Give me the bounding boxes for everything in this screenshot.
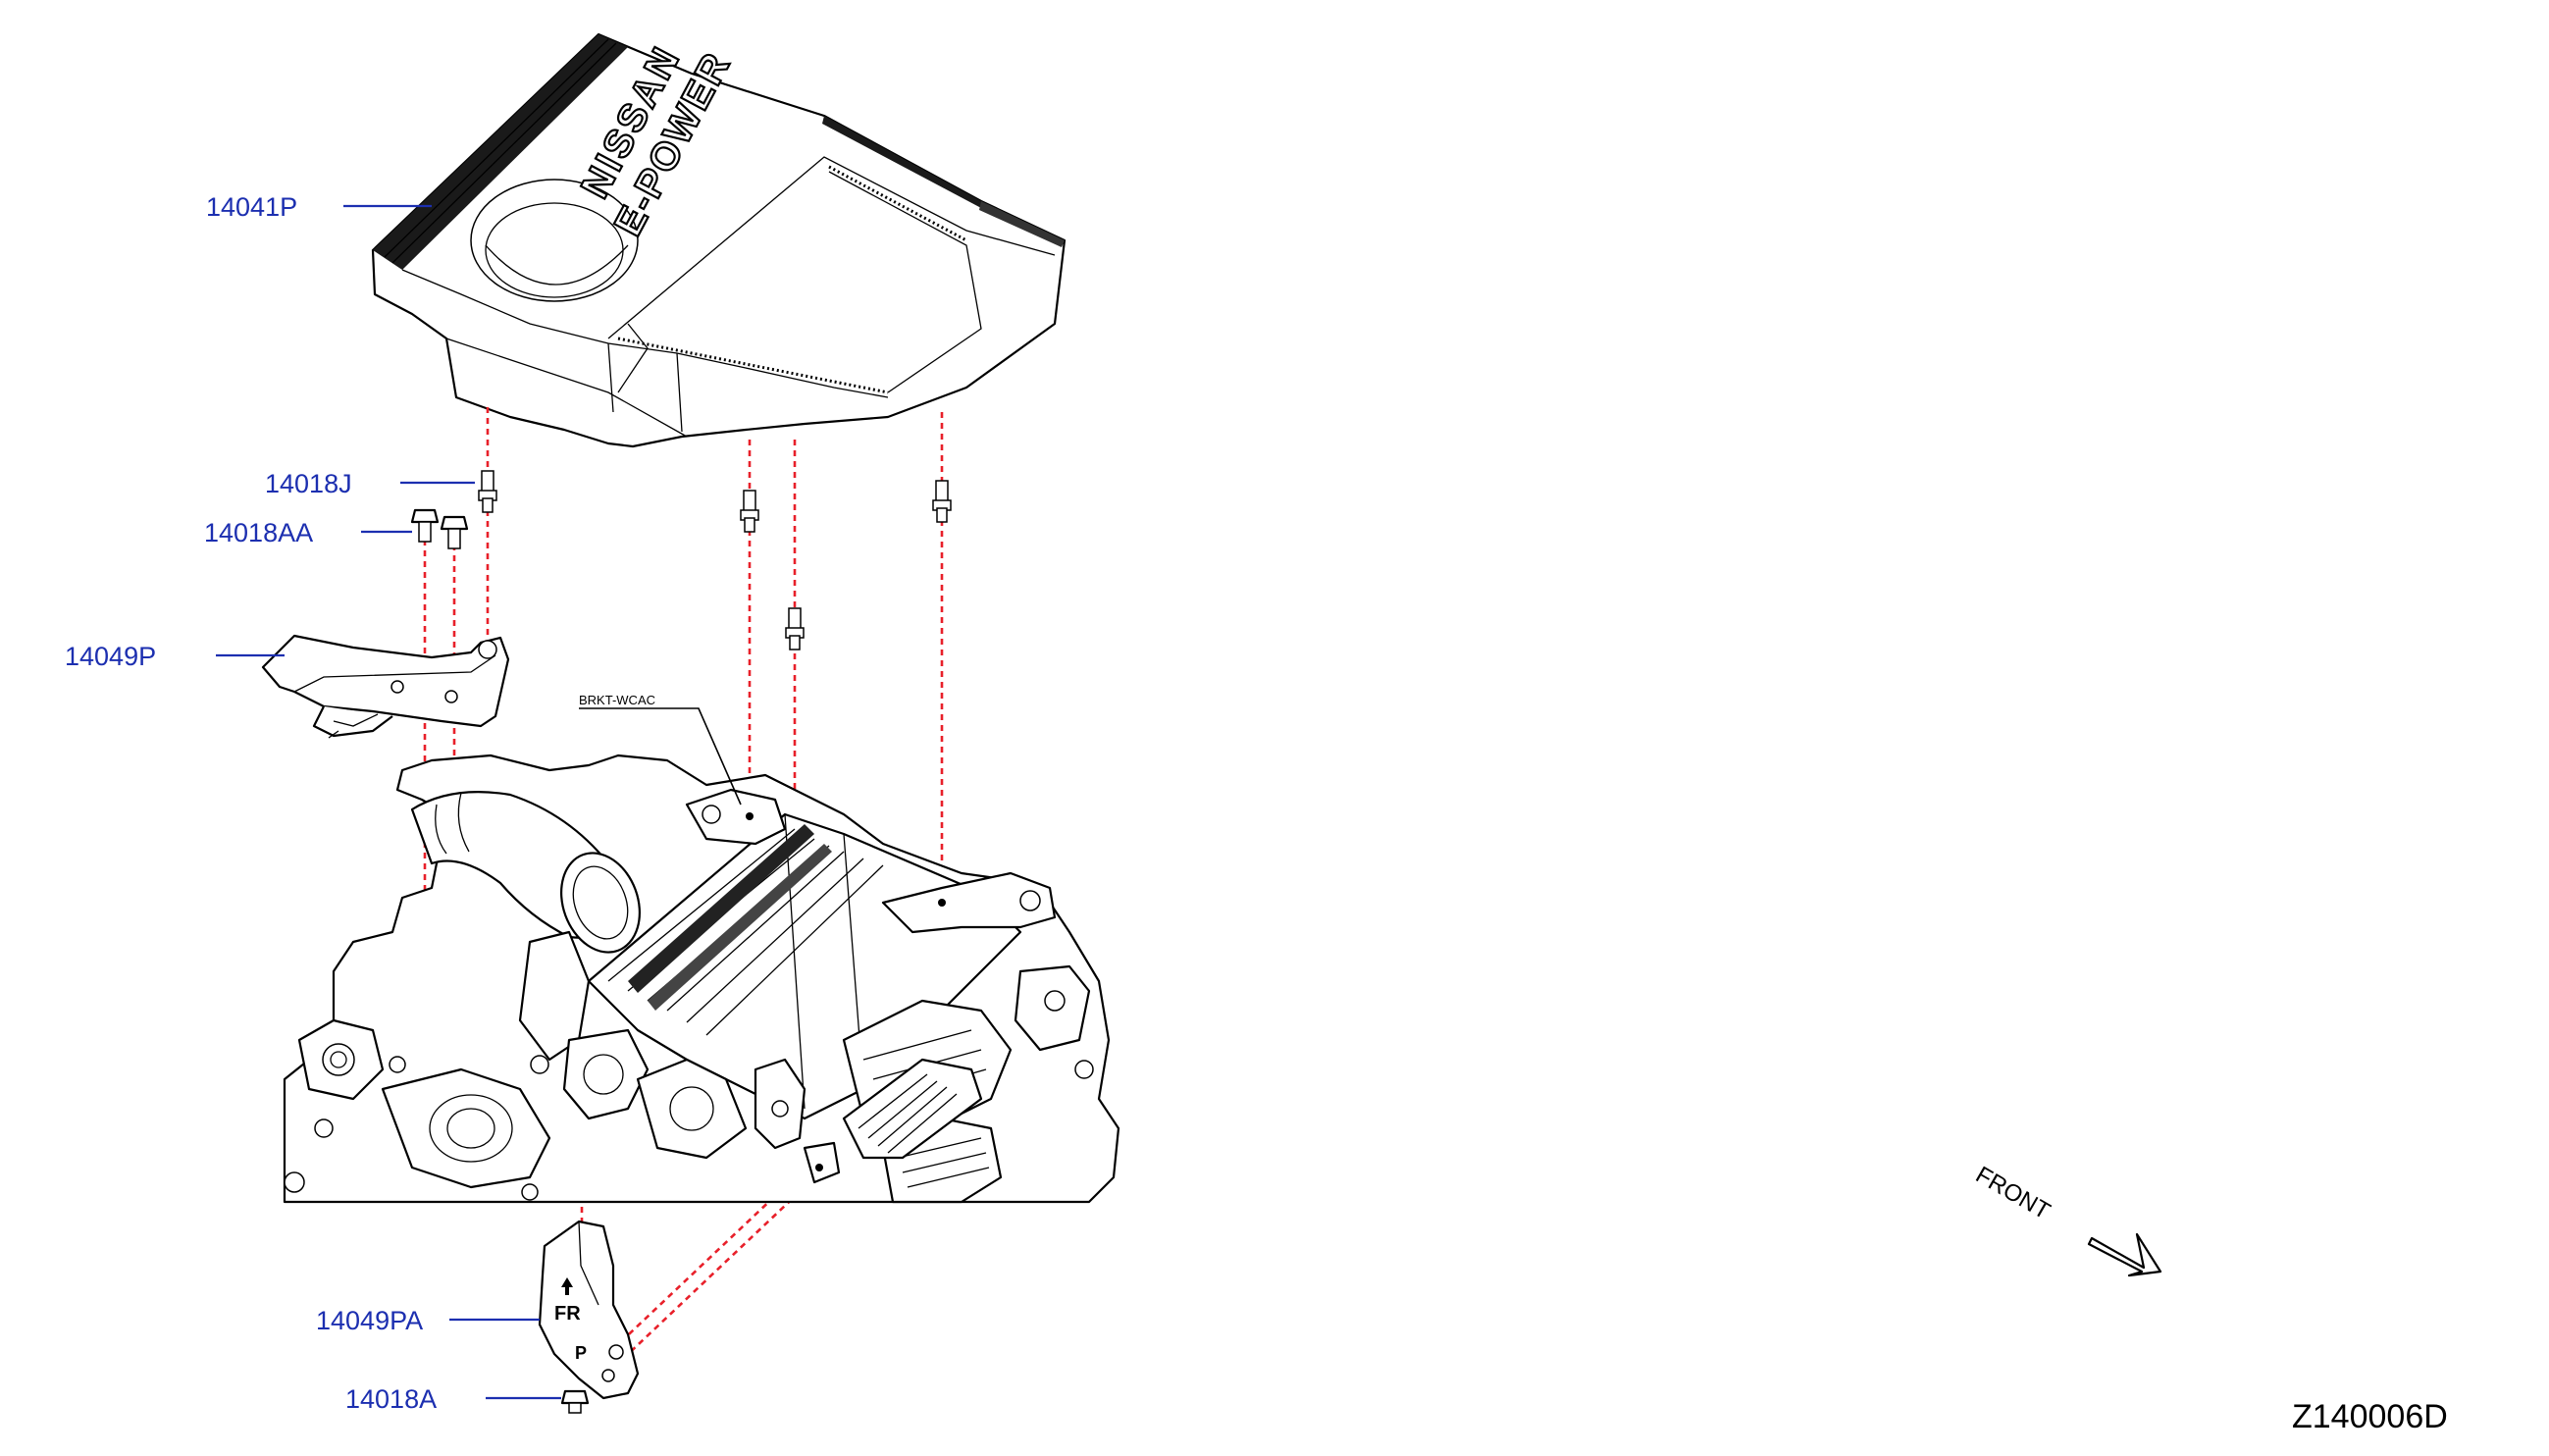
front-arrow-icon	[2087, 1232, 2162, 1277]
stud-3	[785, 607, 805, 650]
stud-2	[740, 490, 759, 533]
callout-14018j[interactable]: 14018J	[265, 469, 352, 498]
bracket-arrow-mark	[561, 1277, 573, 1295]
callout-14049pa[interactable]: 14049PA	[316, 1306, 423, 1335]
bolt-2	[440, 515, 469, 549]
callout-14041p[interactable]: 14041P	[206, 192, 297, 222]
engine-assembly	[283, 754, 1120, 1204]
callout-brkt-wcac[interactable]: BRKT-WCAC	[579, 693, 655, 707]
bracket-14049pa[interactable]: FR P	[538, 1220, 640, 1400]
callouts: 14041P 14018J 14018AA 14049P 14049PA 140…	[65, 192, 742, 1414]
callout-14018a[interactable]: 14018A	[345, 1384, 437, 1414]
callout-14049p[interactable]: 14049P	[65, 642, 156, 671]
bracket-14049p[interactable]	[261, 634, 510, 739]
front-label: FRONT	[1971, 1162, 2055, 1225]
callout-14018aa[interactable]: 14018AA	[204, 518, 313, 547]
bracket-mark-fr: FR	[554, 1303, 581, 1325]
engine-cover[interactable]: NISSAN E-POWER	[371, 23, 1066, 448]
diagram-id: Z140006D	[2292, 1398, 2448, 1435]
stud-14018j-group[interactable]	[478, 470, 952, 650]
bracket-mark-p: P	[575, 1343, 587, 1363]
stud-4	[932, 480, 952, 523]
stud-1	[478, 470, 497, 513]
bolt-14018aa-group[interactable]	[410, 508, 469, 549]
front-indicator: FRONT	[1971, 1162, 2162, 1277]
bolt-1	[410, 508, 440, 543]
bolt-14018a[interactable]	[560, 1389, 590, 1414]
